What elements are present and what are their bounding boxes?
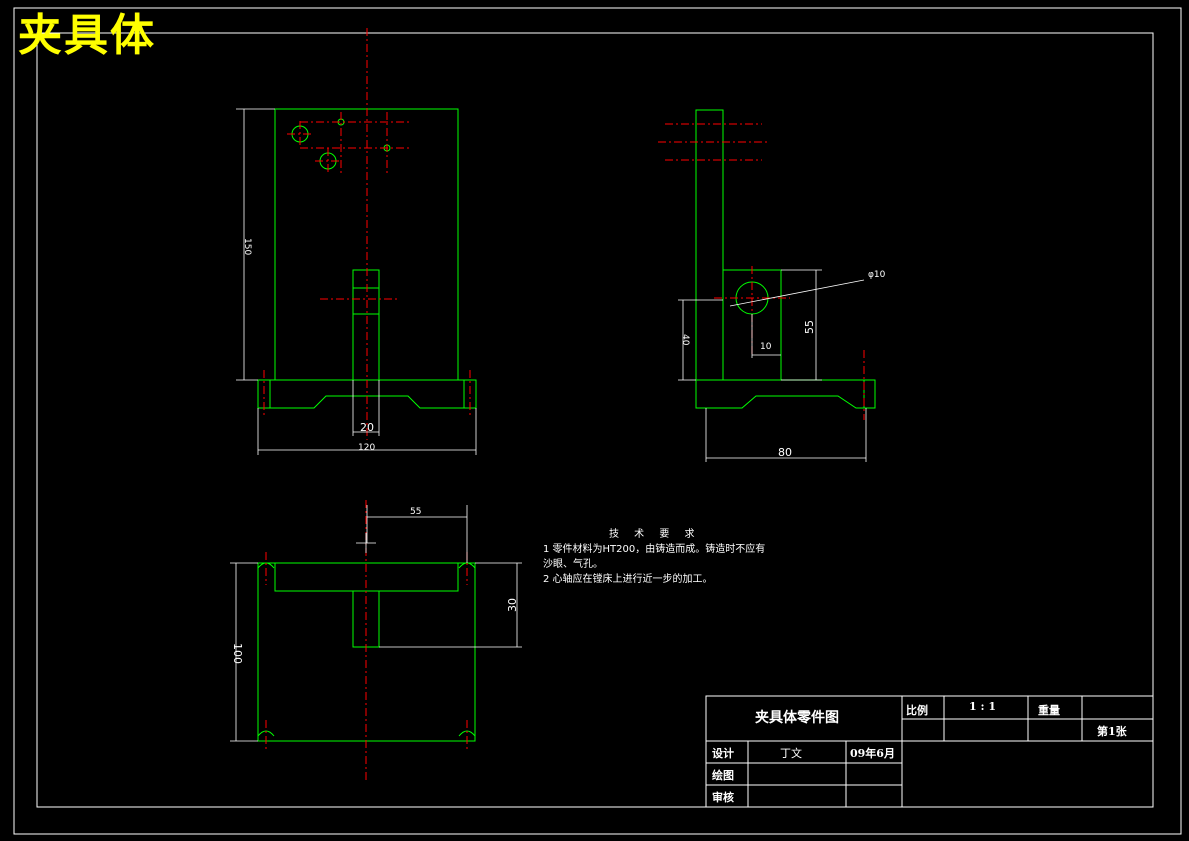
dim-front-height: 150 xyxy=(242,238,252,256)
outer-border xyxy=(13,7,1182,835)
designer-name: 丁文 xyxy=(780,747,802,760)
top-view xyxy=(230,500,522,780)
dim-front-width: 120 xyxy=(358,443,376,453)
dim-side-width: 80 xyxy=(778,446,792,459)
tech-line-1: 1 零件材料为HT200，由铸造而成。铸造时不应有 xyxy=(543,544,766,555)
sheet-number: 第1张 xyxy=(1097,725,1127,738)
scale-value: 1 : 1 xyxy=(969,700,997,713)
drawing-name: 夹具体零件图 xyxy=(755,710,839,726)
tech-line-2: 沙眼、气孔。 xyxy=(543,559,603,570)
side-view xyxy=(658,109,876,462)
title-block-grid xyxy=(705,695,1154,808)
front-view xyxy=(236,28,477,455)
tech-line-3: 2 心轴应在镗床上进行近一步的加工。 xyxy=(543,574,713,585)
dim-front-slot: 20 xyxy=(360,421,374,434)
dim-top-width: 100 xyxy=(231,643,244,664)
drawing-title: 夹具体 xyxy=(18,10,156,61)
weight-label: 重量 xyxy=(1038,704,1060,717)
dim-top-offset: 55 xyxy=(410,507,422,517)
dim-top-depth: 30 xyxy=(506,598,519,612)
review-label: 审核 xyxy=(712,791,734,804)
dim-side-height: 40 xyxy=(680,334,690,346)
dim-side-boss-height: 55 xyxy=(803,320,816,334)
scale-label: 比例 xyxy=(906,704,928,717)
design-label: 设计 xyxy=(712,747,734,760)
design-date: 09年6月 xyxy=(850,747,895,760)
dim-side-boss-offset: 10 xyxy=(760,342,772,352)
draw-label: 绘图 xyxy=(712,769,734,782)
technical-requirements: 技 术 要 求 1 零件材料为HT200，由铸造而成。铸造时不应有 沙眼、气孔。… xyxy=(543,527,765,587)
tech-heading: 技 术 要 求 xyxy=(609,529,701,540)
dim-hole-dia: φ10 xyxy=(868,270,886,280)
inner-border xyxy=(36,32,1154,808)
